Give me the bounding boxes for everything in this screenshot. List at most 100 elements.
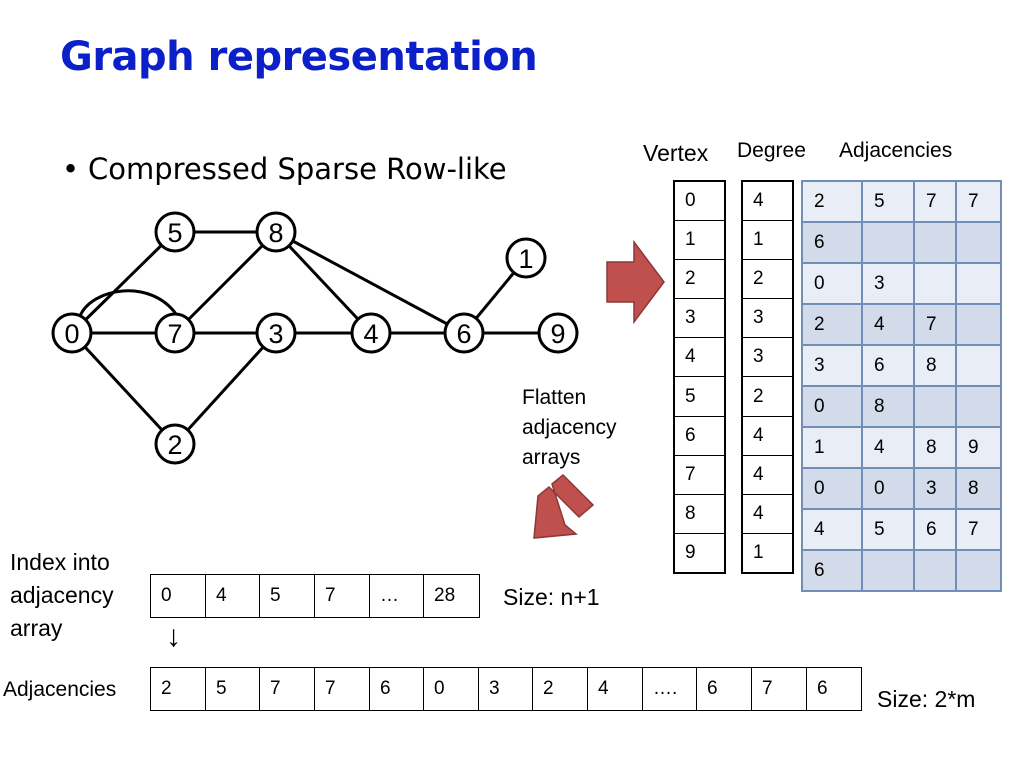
adjacencies-array: 2 5 7 7 6 0 3 2 4 …. 6 7 6 — [150, 667, 862, 711]
adjacency-cell: 6 — [817, 678, 828, 699]
adj-cell: 3 — [803, 346, 863, 387]
adjacencies-size-label: Size: 2*m — [877, 686, 976, 712]
svg-text:2: 2 — [167, 430, 182, 460]
degree-cell: 2 — [742, 376, 793, 417]
adj-cell — [957, 346, 1002, 387]
svg-text:8: 8 — [268, 218, 283, 248]
bullet-dot: • — [62, 152, 80, 186]
table-row: 4 — [742, 181, 793, 221]
slide-title: Graph representation — [60, 34, 538, 80]
table-row: 2 — [674, 259, 725, 300]
adjacency-cell: 5 — [206, 668, 260, 710]
adj-cell: 8 — [915, 346, 957, 387]
degree-cell: 4 — [742, 181, 793, 221]
adjacency-cell: 7 — [260, 668, 315, 710]
adj-cell — [957, 264, 1002, 305]
flatten-line: arrays — [522, 446, 581, 469]
adj-cell — [957, 305, 1002, 346]
table-row: 1 — [742, 220, 793, 260]
svg-text:5: 5 — [167, 218, 182, 248]
svg-text:6: 6 — [456, 319, 471, 349]
flatten-line: Flatten — [522, 386, 587, 409]
svg-text:7: 7 — [167, 319, 182, 349]
adj-cell — [915, 551, 957, 592]
vertex-cell: 0 — [674, 181, 725, 221]
adjacency-cell: …. — [643, 668, 697, 710]
graph-node-8: 8 — [255, 211, 297, 253]
adj-cell — [915, 264, 957, 305]
edge-0-5 — [70, 230, 177, 335]
table-row: 4 — [674, 337, 725, 378]
adj-cell: 7 — [915, 182, 957, 223]
svg-text:4: 4 — [363, 319, 378, 349]
graph-node-3: 3 — [255, 312, 297, 354]
svg-text:3: 3 — [268, 319, 283, 349]
adjacency-cell: 0 — [424, 668, 479, 710]
adjacency-cell: 7 — [752, 668, 807, 710]
adjacency-cell: 6 — [697, 668, 752, 710]
table-row: 1 — [674, 220, 725, 260]
degree-cell: 4 — [742, 455, 793, 496]
adj-cell — [957, 551, 1002, 592]
table-row: 7 — [674, 455, 725, 496]
degree-cell: 3 — [742, 298, 793, 339]
adj-cell: 2 — [803, 305, 863, 346]
degree-cell: 4 — [742, 494, 793, 535]
index-cell: 28 — [434, 585, 456, 606]
table-row: 3 — [742, 298, 793, 339]
degree-column: 4 1 2 3 3 2 4 4 4 1 — [741, 180, 794, 574]
table-row: 2 — [742, 376, 793, 417]
degree-cell: 3 — [742, 337, 793, 378]
vertex-cell: 9 — [685, 542, 696, 564]
adj-cell: 1 — [803, 428, 863, 469]
edge-8-7 — [173, 230, 278, 335]
table-row: 9 — [674, 534, 725, 573]
adj-cell — [915, 387, 957, 428]
adj-cell: 8 — [957, 469, 1002, 510]
adj-cell: 7 — [915, 305, 957, 346]
adj-cell: 0 — [803, 469, 863, 510]
adj-cell: 2 — [803, 182, 863, 223]
adj-cell: 8 — [863, 387, 915, 428]
graph-node-6: 6 — [443, 312, 485, 354]
adj-cell: 4 — [863, 428, 915, 469]
graph-node-4: 4 — [350, 312, 392, 354]
vertex-cell: 1 — [674, 220, 725, 260]
table-row: 6 — [674, 416, 725, 456]
edge-0-2 — [70, 331, 177, 446]
index-cell: 0 — [151, 575, 206, 617]
adj-cell: 5 — [863, 182, 915, 223]
adj-cell: 3 — [863, 264, 915, 305]
svg-text:1: 1 — [518, 244, 533, 274]
adj-cell: 0 — [803, 264, 863, 305]
adj-cell: 0 — [803, 387, 863, 428]
table-row: 2 — [742, 259, 793, 300]
adjacencies-row-label: Adjacencies — [3, 678, 117, 701]
vertex-cell: 8 — [674, 494, 725, 535]
adj-cell: 5 — [863, 510, 915, 551]
adj-cell — [957, 223, 1002, 264]
adj-cell: 4 — [803, 510, 863, 551]
edge-0-7-curve — [78, 289, 178, 317]
down-arrow-icon: ↓ — [166, 620, 181, 653]
adj-cell: 4 — [863, 305, 915, 346]
flatten-label: Flatten adjacency arrays — [522, 383, 617, 473]
edge-2-3 — [173, 331, 278, 446]
adjacency-cell: 4 — [588, 668, 643, 710]
index-label-line: Index into — [10, 549, 110, 575]
degree-cell: 1 — [742, 220, 793, 260]
vertex-cell: 6 — [674, 416, 725, 456]
vertex-header: Vertex — [643, 140, 709, 166]
edge-8-4 — [274, 230, 373, 335]
adjacencies-header: Adjacencies — [839, 139, 953, 162]
adjacency-cell: 7 — [315, 668, 370, 710]
down-left-arrow-icon — [533, 473, 595, 539]
graph-node-2: 2 — [154, 423, 196, 465]
table-row: 0 — [674, 181, 725, 221]
svg-text:0: 0 — [64, 319, 79, 349]
index-label: Index into adjacency array — [10, 546, 114, 645]
index-array: 0 4 5 7 … 28 — [150, 574, 480, 618]
index-cell: 7 — [315, 575, 370, 617]
graph-node-0: 0 — [51, 312, 93, 354]
table-row: 4 — [742, 494, 793, 535]
